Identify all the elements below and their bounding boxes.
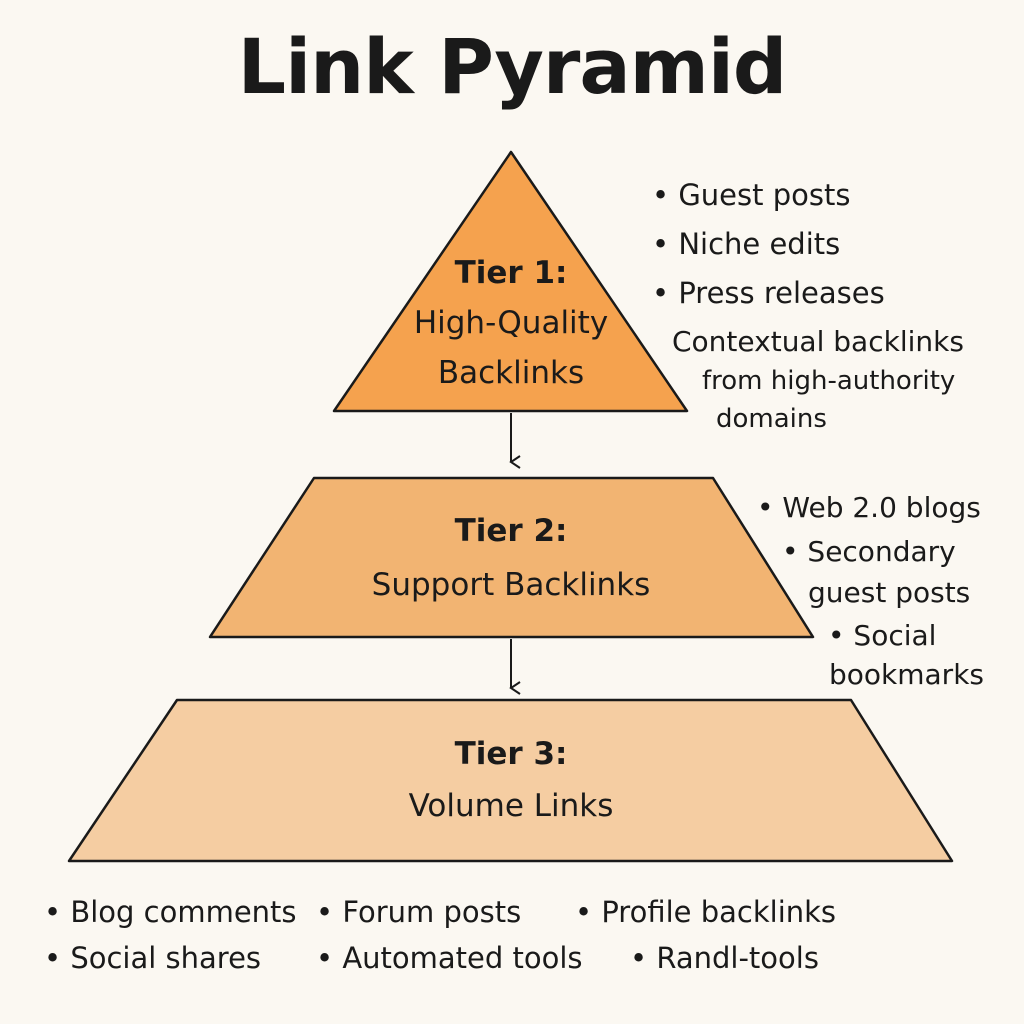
tier-3-label: Tier 3: Volume Links	[311, 728, 711, 832]
tier-1-title: Tier 1:	[454, 255, 568, 291]
tier-2-note-guest-posts: guest posts	[808, 576, 971, 609]
tier-3-trapezoid	[67, 698, 954, 863]
diagram-title: Link Pyramid	[237, 22, 788, 111]
tier-2-note-bookmarks: bookmarks	[829, 658, 984, 691]
tier-2-trapezoid	[208, 476, 815, 639]
tier-1-label: Tier 1: High-Quality Backlinks	[361, 248, 661, 398]
tier-1-triangle	[332, 150, 689, 413]
tier-1-note-press-releases: • Press releases	[652, 276, 885, 310]
tier-1-subtitle-line-1: High-Quality	[413, 305, 609, 341]
tier-2-title: Tier 2:	[454, 513, 568, 549]
tier-3-note-profile-backlinks: • Profile backlinks	[575, 895, 837, 929]
tier-2-label: Tier 2: Support Backlinks	[311, 504, 711, 612]
tier-1-note-contextual: Contextual backlinks	[672, 325, 964, 358]
tier-3-note-forum-posts: • Forum posts	[316, 895, 522, 929]
tier-1-note-guest-posts: • Guest posts	[652, 178, 851, 212]
tier-3-title: Tier 3:	[454, 736, 568, 772]
tier-1-note-high-authority: from high-authority	[702, 366, 956, 396]
tier-2-note-web20: • Web 2.0 blogs	[757, 491, 981, 524]
tier-3-note-randl-tools: • Randl-tools	[630, 941, 819, 975]
tier-2-note-social: • Social	[828, 619, 937, 652]
tier-1-note-niche-edits: • Niche edits	[652, 227, 841, 261]
tier-2-subtitle: Support Backlinks	[371, 567, 651, 603]
tier-1-note-domains: domains	[716, 404, 827, 434]
tier-1-subtitle-line-2: Backlinks	[437, 355, 585, 391]
tier-3-note-social-shares: • Social shares	[44, 941, 262, 975]
tier-3-subtitle: Volume Links	[408, 788, 614, 824]
tier-2-note-secondary: • Secondary	[782, 535, 956, 568]
tier-3-note-automated-tools: • Automated tools	[316, 941, 583, 975]
tier-3-note-blog-comments: • Blog comments	[44, 895, 297, 929]
